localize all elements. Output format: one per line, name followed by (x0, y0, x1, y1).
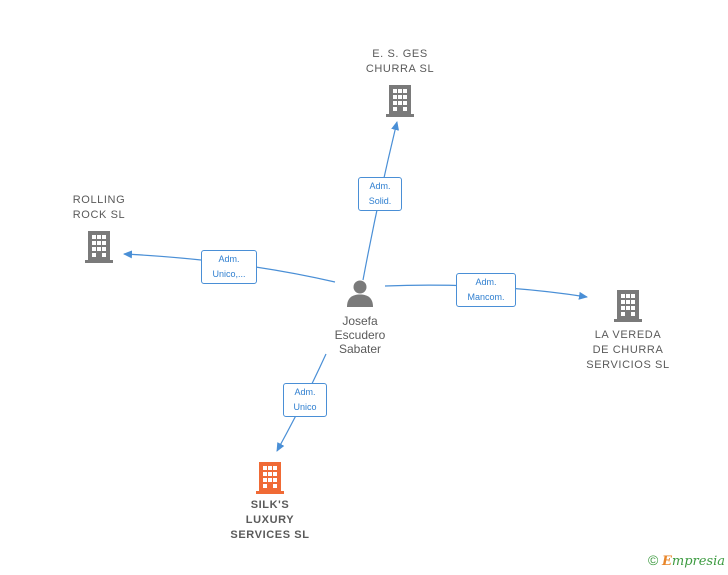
person-node-josefa-escudero[interactable]: Josefa Escudero Sabater (318, 278, 402, 356)
edge-label-adm-unico-rolling[interactable]: Adm. Unico,... (201, 250, 257, 284)
empresia-watermark: © Empresia (648, 552, 725, 569)
company-node-silks-luxury-services[interactable]: SILK'S LUXURY SERVICES SL (214, 460, 326, 543)
brand-name: Empresia (661, 554, 726, 569)
person-label: Josefa Escudero Sabater (334, 314, 386, 356)
building-icon (614, 290, 642, 322)
edge-label-adm-solid[interactable]: Adm. Solid. (358, 177, 402, 211)
company-label: LA VEREDA DE CHURRA SERVICIOS SL (586, 329, 670, 371)
copyright-symbol: © (648, 552, 659, 568)
building-icon (386, 85, 414, 117)
edge-label-adm-unico-silks[interactable]: Adm. Unico (283, 383, 327, 417)
company-node-es-ges-churra[interactable]: E. S. GES CHURRA SL (345, 47, 455, 117)
edge-label-adm-mancom[interactable]: Adm. Mancom. (456, 273, 516, 307)
company-node-la-vereda-de-churra[interactable]: LA VEREDA DE CHURRA SERVICIOS SL (572, 288, 684, 373)
building-icon (85, 231, 113, 263)
company-label: ROLLING ROCK SL (72, 194, 126, 221)
company-node-rolling-rock[interactable]: ROLLING ROCK SL (49, 193, 149, 263)
building-icon (256, 462, 284, 494)
person-icon (347, 280, 373, 307)
company-label: E. S. GES CHURRA SL (365, 48, 435, 75)
company-label: SILK'S LUXURY SERVICES SL (230, 499, 310, 541)
